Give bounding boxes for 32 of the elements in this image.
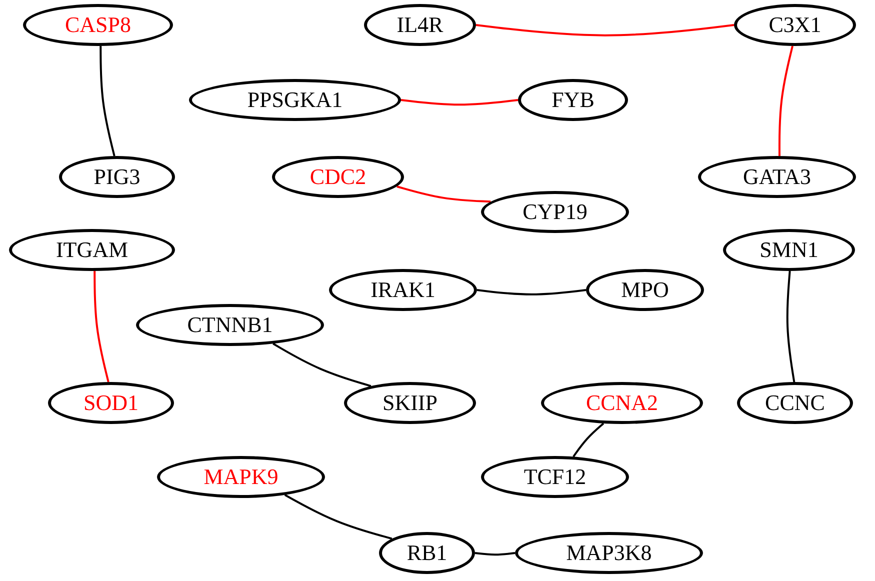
gene-label: SKIIP xyxy=(382,390,438,416)
gene-label: CYP19 xyxy=(522,199,588,225)
connector-line xyxy=(476,24,734,36)
connector-line xyxy=(778,46,794,156)
gene-label: CCNC xyxy=(765,390,825,416)
gene-label: FYB xyxy=(552,87,594,113)
gene-label: SOD1 xyxy=(83,390,138,416)
gene-label: CASP8 xyxy=(64,12,132,38)
gene-label: ITGAM xyxy=(56,237,128,263)
connector-line xyxy=(474,552,516,556)
gene-label: CCNA2 xyxy=(586,390,658,416)
gene-label: MAP3K8 xyxy=(566,540,652,566)
gene-label: C3X1 xyxy=(768,12,822,38)
gene-label: CDC2 xyxy=(310,164,366,190)
gene-label: PPSGKA1 xyxy=(247,87,343,113)
gene-label: GATA3 xyxy=(743,164,811,190)
connector-line xyxy=(572,422,604,458)
gene-label: IRAK1 xyxy=(370,277,436,303)
gene-label: CTNNB1 xyxy=(187,312,273,338)
gene-label: IL4R xyxy=(396,12,444,38)
gene-label: PIG3 xyxy=(94,164,140,190)
connector-line xyxy=(476,289,586,296)
gene-label: MPO xyxy=(621,277,669,303)
connector-line xyxy=(94,270,110,382)
gene-label: RB1 xyxy=(406,540,448,566)
connector-line xyxy=(396,186,491,203)
connector-line xyxy=(100,46,116,156)
connector-line xyxy=(400,99,518,106)
gene-label: SMN1 xyxy=(760,237,818,263)
gene-label: MAPK9 xyxy=(204,464,278,490)
gene-label: TCF12 xyxy=(524,464,586,490)
connector-line xyxy=(786,270,796,382)
